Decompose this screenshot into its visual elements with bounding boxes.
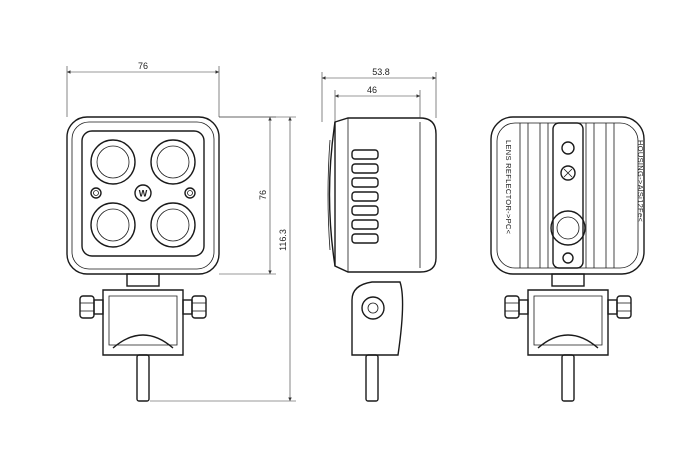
front-screw-icon [187, 190, 193, 196]
side-view [327, 117, 437, 402]
rear-fin [585, 123, 595, 268]
rear-label-left: LENS REFLECTOR->PC< [504, 140, 513, 235]
led-reflector-inner [156, 145, 190, 179]
rear-fin [539, 123, 549, 268]
front-lens-frame [81, 130, 205, 257]
bracket-stem [551, 273, 585, 287]
side-dimensions: 53.8 46 [321, 67, 437, 122]
rear-bracket [504, 273, 632, 402]
side-cooling-fins [351, 149, 379, 244]
front-view: W [66, 116, 220, 402]
bracket-stem [126, 273, 160, 287]
cooling-fin [351, 177, 379, 188]
cable-gland [550, 210, 586, 246]
depth-body-dimension-value: 46 [367, 85, 377, 95]
rear-view: LENS REFLECTOR->PC< HOUSING->AlSi12Fe< [490, 116, 645, 402]
mounting-bolt [136, 354, 150, 402]
side-bracket [351, 281, 404, 402]
cooling-fin [351, 205, 379, 216]
cooling-fin [351, 219, 379, 230]
front-screw-icon [93, 190, 99, 196]
front-housing-rim [71, 121, 215, 270]
rear-screw-icon [561, 141, 575, 155]
nut-icon [616, 295, 632, 319]
front-bracket [79, 273, 207, 402]
bolt-head [518, 299, 529, 315]
rear-fin [605, 123, 615, 268]
mounting-bolt [365, 354, 379, 402]
bolt-head [93, 299, 104, 315]
led-reflector-inner [96, 145, 130, 179]
cooling-fin [351, 163, 379, 174]
bracket-foot [112, 334, 174, 349]
led-reflectors [90, 139, 196, 248]
bracket-body [527, 289, 609, 356]
led-reflector [150, 139, 196, 185]
front-screw-icon [184, 187, 196, 199]
led-reflector [150, 202, 196, 248]
nut-icon [504, 295, 520, 319]
cooling-fin [351, 149, 379, 160]
led-reflector [90, 139, 136, 185]
width-dimension-value: 76 [138, 61, 148, 71]
nut-icon [79, 295, 95, 319]
side-lens-profile [328, 121, 336, 267]
bolt-head [182, 299, 193, 315]
front-dimensions: 76 76 116.3 [66, 61, 296, 402]
bracket-arm [351, 281, 404, 356]
pivot-bolt-icon [361, 296, 385, 320]
rear-fins [519, 123, 615, 268]
bracket-foot [537, 334, 599, 349]
pivot-bolt-icon [367, 302, 379, 314]
height-dimension-value: 76 [258, 190, 268, 200]
front-screw-icon [90, 187, 102, 199]
led-reflector [90, 202, 136, 248]
cooling-fin [351, 191, 379, 202]
cooling-fin [351, 233, 379, 244]
rear-label-right: HOUSING->AlSi12Fe< [636, 140, 645, 222]
bolt-head [607, 299, 618, 315]
rear-screw-icon [562, 252, 574, 264]
led-reflector-inner [96, 208, 130, 242]
rear-fin [519, 123, 529, 268]
mounting-bolt [561, 354, 575, 402]
bracket-body [102, 289, 184, 356]
nut-icon [191, 295, 207, 319]
total-height-dimension-value: 116.3 [278, 229, 288, 251]
led-reflector-inner [156, 208, 190, 242]
logo-text: W [139, 189, 148, 199]
rear-logo-badge [560, 165, 576, 181]
rear-center-rib [552, 122, 584, 269]
depth-total-dimension-value: 53.8 [372, 67, 390, 77]
logo-badge [134, 184, 152, 202]
side-housing [334, 117, 437, 273]
